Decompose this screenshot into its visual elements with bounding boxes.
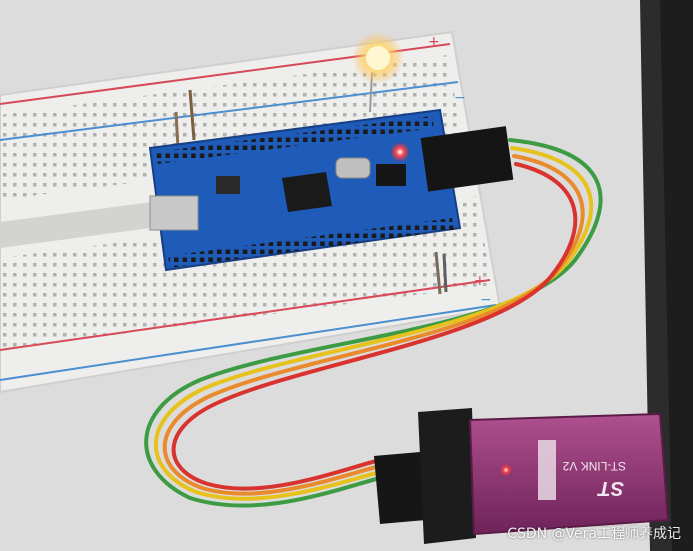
svg-text:−: − xyxy=(454,90,466,106)
glowing-led xyxy=(352,32,404,113)
board-power-led xyxy=(390,142,410,162)
programmer-case xyxy=(468,412,670,536)
programmer-model-label: ST-LINK V2 xyxy=(562,459,626,473)
dupont-connector-programmer xyxy=(374,452,426,524)
reset-button xyxy=(216,176,240,194)
stm32-board xyxy=(148,108,462,272)
svg-text:+: + xyxy=(474,273,486,289)
watermark-text: CSDN @Vera工程师养成记 xyxy=(507,526,681,542)
svg-text:+: + xyxy=(428,34,440,50)
header-pins-top xyxy=(156,116,434,164)
programmer-pin-legend xyxy=(538,440,556,500)
boot-jumpers xyxy=(376,164,406,186)
ribbon-cable xyxy=(144,138,603,508)
svg-text:−: − xyxy=(480,292,492,308)
programmer-logo: ST xyxy=(597,477,624,499)
programmer-sleeve xyxy=(418,408,476,544)
crystal xyxy=(335,157,371,179)
rail-red-bottom xyxy=(0,279,491,351)
dupont-connector-board xyxy=(420,126,514,192)
programmer-led xyxy=(500,464,512,476)
rail-blue-bottom xyxy=(0,304,497,381)
st-link-programmer: ST-LINK V2 ST xyxy=(374,408,670,544)
monitor-edge xyxy=(640,0,693,551)
rail-blue-top xyxy=(0,81,459,141)
usb-connector xyxy=(149,195,199,231)
header-pins-bottom xyxy=(168,218,454,268)
jumper-legs xyxy=(174,89,448,295)
mcu-chip xyxy=(282,172,332,212)
